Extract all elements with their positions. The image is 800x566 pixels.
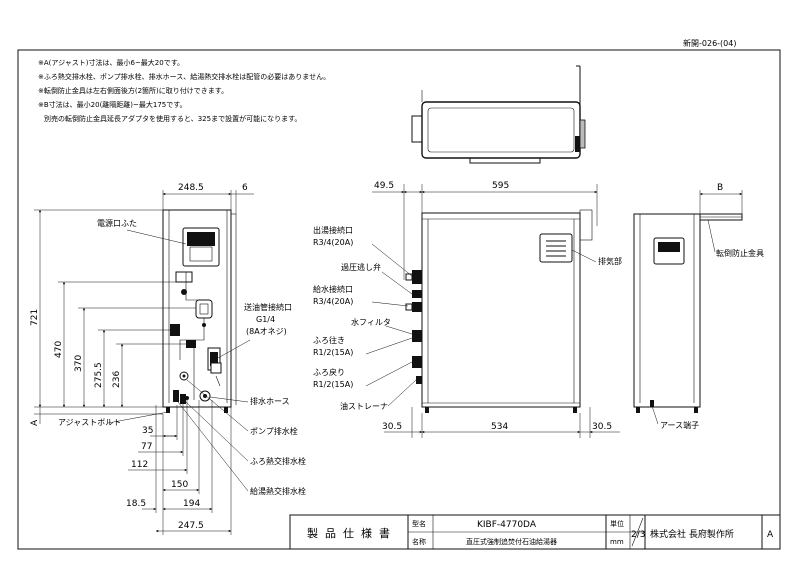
dim-height-275-5: 275.5 bbox=[94, 362, 104, 388]
label-oil-strainer: 油ストレーナ bbox=[340, 401, 388, 411]
label-water-filter: 水フィルタ bbox=[351, 317, 391, 327]
label-bath-drain: ふろ熱交排水栓 bbox=[250, 456, 306, 466]
spec-title: 製品仕様書 bbox=[307, 526, 397, 540]
sheet-border bbox=[17, 49, 781, 550]
label-water-in-1: 給水接続口 bbox=[313, 284, 353, 294]
note-line-3: ※転倒防止金具は左右側面後方(2箇所)に取り付けできます。 bbox=[38, 86, 228, 95]
label-bath-return-1: ふろ戻り bbox=[313, 367, 345, 377]
note-line-4: ※B寸法は、最小20(離隔距離)~最大175です。 bbox=[38, 100, 187, 109]
front-view: 248.5 6 721 A 470 370 275.5 236 35 bbox=[30, 183, 306, 535]
label-hot-out-1: 出湯接続口 bbox=[313, 225, 353, 235]
dim-height-370: 370 bbox=[74, 355, 84, 372]
label-bath-out-2: R1/2(15A) bbox=[313, 348, 353, 357]
unit-value: mm bbox=[610, 538, 624, 546]
model-label: 型名 bbox=[412, 519, 426, 528]
label-bath-out-1: ふろ往き bbox=[313, 335, 345, 345]
dim-bottom-35: 35 bbox=[142, 426, 153, 436]
label-hot-out-2: R3/4(20A) bbox=[313, 238, 353, 247]
label-drain-hose: 排水ホース bbox=[250, 396, 290, 406]
dim-front-offset: 6 bbox=[242, 183, 248, 193]
document-number: 新開-026-(04) bbox=[683, 38, 736, 48]
note-line-2: ※ふろ熱交排水栓、ポンプ排水栓、排水ホース、給湯熱交排水栓は配管の必要はありませ… bbox=[38, 72, 330, 81]
label-anti-tip: 転倒防止金具 bbox=[716, 248, 764, 258]
note-line-5: 別売の転倒防止金具延長アダプタを使用すると、325まで設置が可能になります。 bbox=[44, 114, 301, 123]
label-power-cover: 電源口ふた bbox=[97, 219, 137, 228]
label-earth-terminal: アース端子 bbox=[660, 420, 699, 430]
valve-assembly bbox=[170, 271, 222, 404]
exhaust-grille bbox=[539, 233, 573, 263]
company-name: 株式会社 長府製作所 bbox=[650, 528, 734, 540]
dim-bottom-112: 112 bbox=[131, 460, 148, 470]
title-block: 製品仕様書 型名 KIBF-4770DA 名称 直圧式強制追焚付石油給湯器 単位… bbox=[289, 514, 781, 550]
dim-bottom-194: 194 bbox=[183, 499, 200, 509]
dim-side-49-5: 49.5 bbox=[374, 181, 394, 191]
dim-side-30-5-left: 30.5 bbox=[382, 422, 402, 432]
dim-side-30-5-right: 30.5 bbox=[592, 422, 612, 432]
top-view bbox=[411, 65, 586, 164]
page-number: 2/3 bbox=[631, 530, 645, 540]
rear-view: B 転倒防止金具 アース端子 bbox=[633, 183, 764, 430]
label-exhaust: 排気部 bbox=[598, 256, 622, 266]
dim-bottom-247-5: 247.5 bbox=[178, 521, 204, 531]
label-water-in-2: R3/4(20A) bbox=[313, 297, 353, 306]
name-label: 名称 bbox=[412, 537, 426, 546]
unit-label: 単位 bbox=[610, 519, 624, 528]
dim-side-534: 534 bbox=[491, 422, 508, 432]
dim-front-width: 248.5 bbox=[178, 183, 204, 193]
model-value: KIBF-4770DA bbox=[477, 520, 537, 530]
label-adjust-bolt: アジャストボルト bbox=[58, 418, 121, 427]
dim-height-470: 470 bbox=[54, 341, 64, 358]
dim-bottom-18-5: 18.5 bbox=[126, 499, 146, 509]
name-value: 直圧式強制追焚付石油給湯器 bbox=[466, 537, 557, 546]
dim-bottom-77: 77 bbox=[141, 442, 152, 452]
label-relief-valve: 過圧逃し弁 bbox=[341, 262, 381, 272]
side-view: 49.5 595 30.5 534 30.5 出湯接続口 R3/4(20A) 過… bbox=[313, 181, 622, 438]
label-oil-port-3: (8Aオネジ) bbox=[246, 327, 287, 336]
dim-height-236: 236 bbox=[112, 371, 122, 388]
label-oil-port-1: 送油管接続口 bbox=[244, 302, 292, 312]
dim-side-595: 595 bbox=[492, 181, 509, 191]
power-cover bbox=[182, 227, 220, 267]
dim-b: B bbox=[717, 183, 723, 193]
notes-block: ※A(アジャスト)寸法は、最小6~最大20です。 ※ふろ熱交排水栓、ポンプ排水栓… bbox=[38, 58, 330, 123]
note-line-1: ※A(アジャスト)寸法は、最小6~最大20です。 bbox=[38, 58, 184, 67]
dim-height-721: 721 bbox=[30, 309, 40, 326]
label-pump-drain: ポンプ排水栓 bbox=[250, 426, 298, 436]
label-supply-drain: 給湯熱交排水栓 bbox=[250, 486, 306, 496]
dim-bottom-150: 150 bbox=[171, 480, 188, 490]
dim-a: A bbox=[30, 419, 40, 426]
label-bath-return-2: R1/2(15A) bbox=[313, 380, 353, 389]
revision-mark: A bbox=[767, 530, 774, 540]
pipe-fittings bbox=[405, 270, 422, 384]
label-oil-port-2: G1/4 bbox=[256, 315, 275, 324]
